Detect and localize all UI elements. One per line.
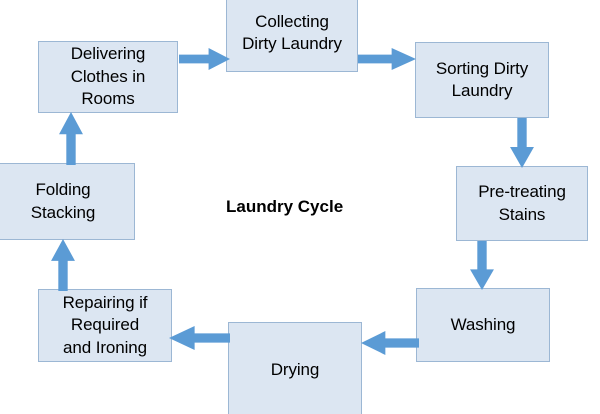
arrow-pretreating-to-washing [469, 241, 495, 290]
diagram-center-title: Laundry Cycle [226, 197, 344, 216]
arrow-delivering-to-collecting [179, 47, 230, 71]
arrow-drying-to-repairing [169, 325, 230, 351]
node-pretreating[interactable]: Pre-treating Stains [456, 166, 588, 241]
node-label-collecting: Collecting Dirty Laundry [242, 11, 342, 53]
node-label-sorting: Sorting Dirty Laundry [435, 58, 529, 100]
arrow-washing-to-drying [361, 330, 419, 356]
node-drying[interactable]: Drying [228, 322, 362, 414]
arrow-collecting-to-sorting [358, 47, 416, 71]
arrow-repairing-to-folding [50, 239, 76, 291]
node-label-folding: Folding Stacking [30, 180, 96, 222]
node-label-pretreating: Pre-treating Stains [478, 182, 566, 224]
node-label-delivering: Delivering Clothes in Rooms [70, 44, 146, 109]
arrow-folding-to-delivering [58, 112, 84, 165]
node-delivering[interactable]: Delivering Clothes in Rooms [38, 41, 178, 113]
node-collecting[interactable]: Collecting Dirty Laundry [226, 0, 358, 72]
node-label-repairing: Repairing if Required and Ironing [62, 292, 148, 357]
node-label-washing: Washing [450, 314, 516, 334]
node-label-drying: Drying [270, 359, 320, 379]
node-repairing[interactable]: Repairing if Required and Ironing [38, 289, 172, 362]
node-folding[interactable]: Folding Stacking [0, 163, 135, 240]
node-sorting[interactable]: Sorting Dirty Laundry [415, 42, 549, 118]
node-washing[interactable]: Washing [416, 288, 550, 362]
arrow-sorting-to-pretreating [509, 118, 535, 168]
